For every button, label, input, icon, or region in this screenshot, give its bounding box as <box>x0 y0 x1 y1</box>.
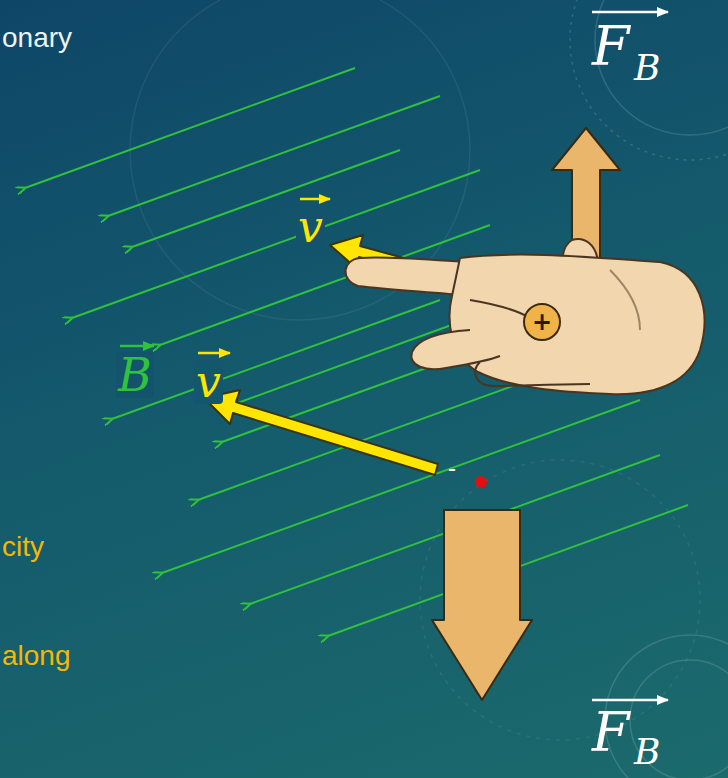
vector-arrow <box>120 345 154 348</box>
slide-text: city <box>2 533 44 561</box>
charge-sign: + <box>532 310 552 334</box>
force-subscript: B <box>632 734 662 770</box>
vector-arrow <box>592 11 668 14</box>
force-arrows <box>432 128 620 700</box>
vector-arrow <box>300 198 330 201</box>
force-symbol: F <box>590 20 631 74</box>
slide-text: along <box>2 642 71 670</box>
slide-text: onary <box>2 24 72 52</box>
vector-arrow <box>592 699 668 702</box>
force-subscript: B <box>632 50 662 86</box>
force-symbol: F <box>590 706 631 760</box>
hand-illustration <box>345 239 704 394</box>
vector-arrow <box>198 352 230 355</box>
velocity-symbol: v <box>194 360 223 404</box>
velocity-symbol: v <box>296 205 325 249</box>
charge-sign: - <box>448 456 456 480</box>
field-symbol: B <box>116 352 154 398</box>
charge-circle: + <box>523 303 561 341</box>
charge-dot <box>475 476 487 488</box>
